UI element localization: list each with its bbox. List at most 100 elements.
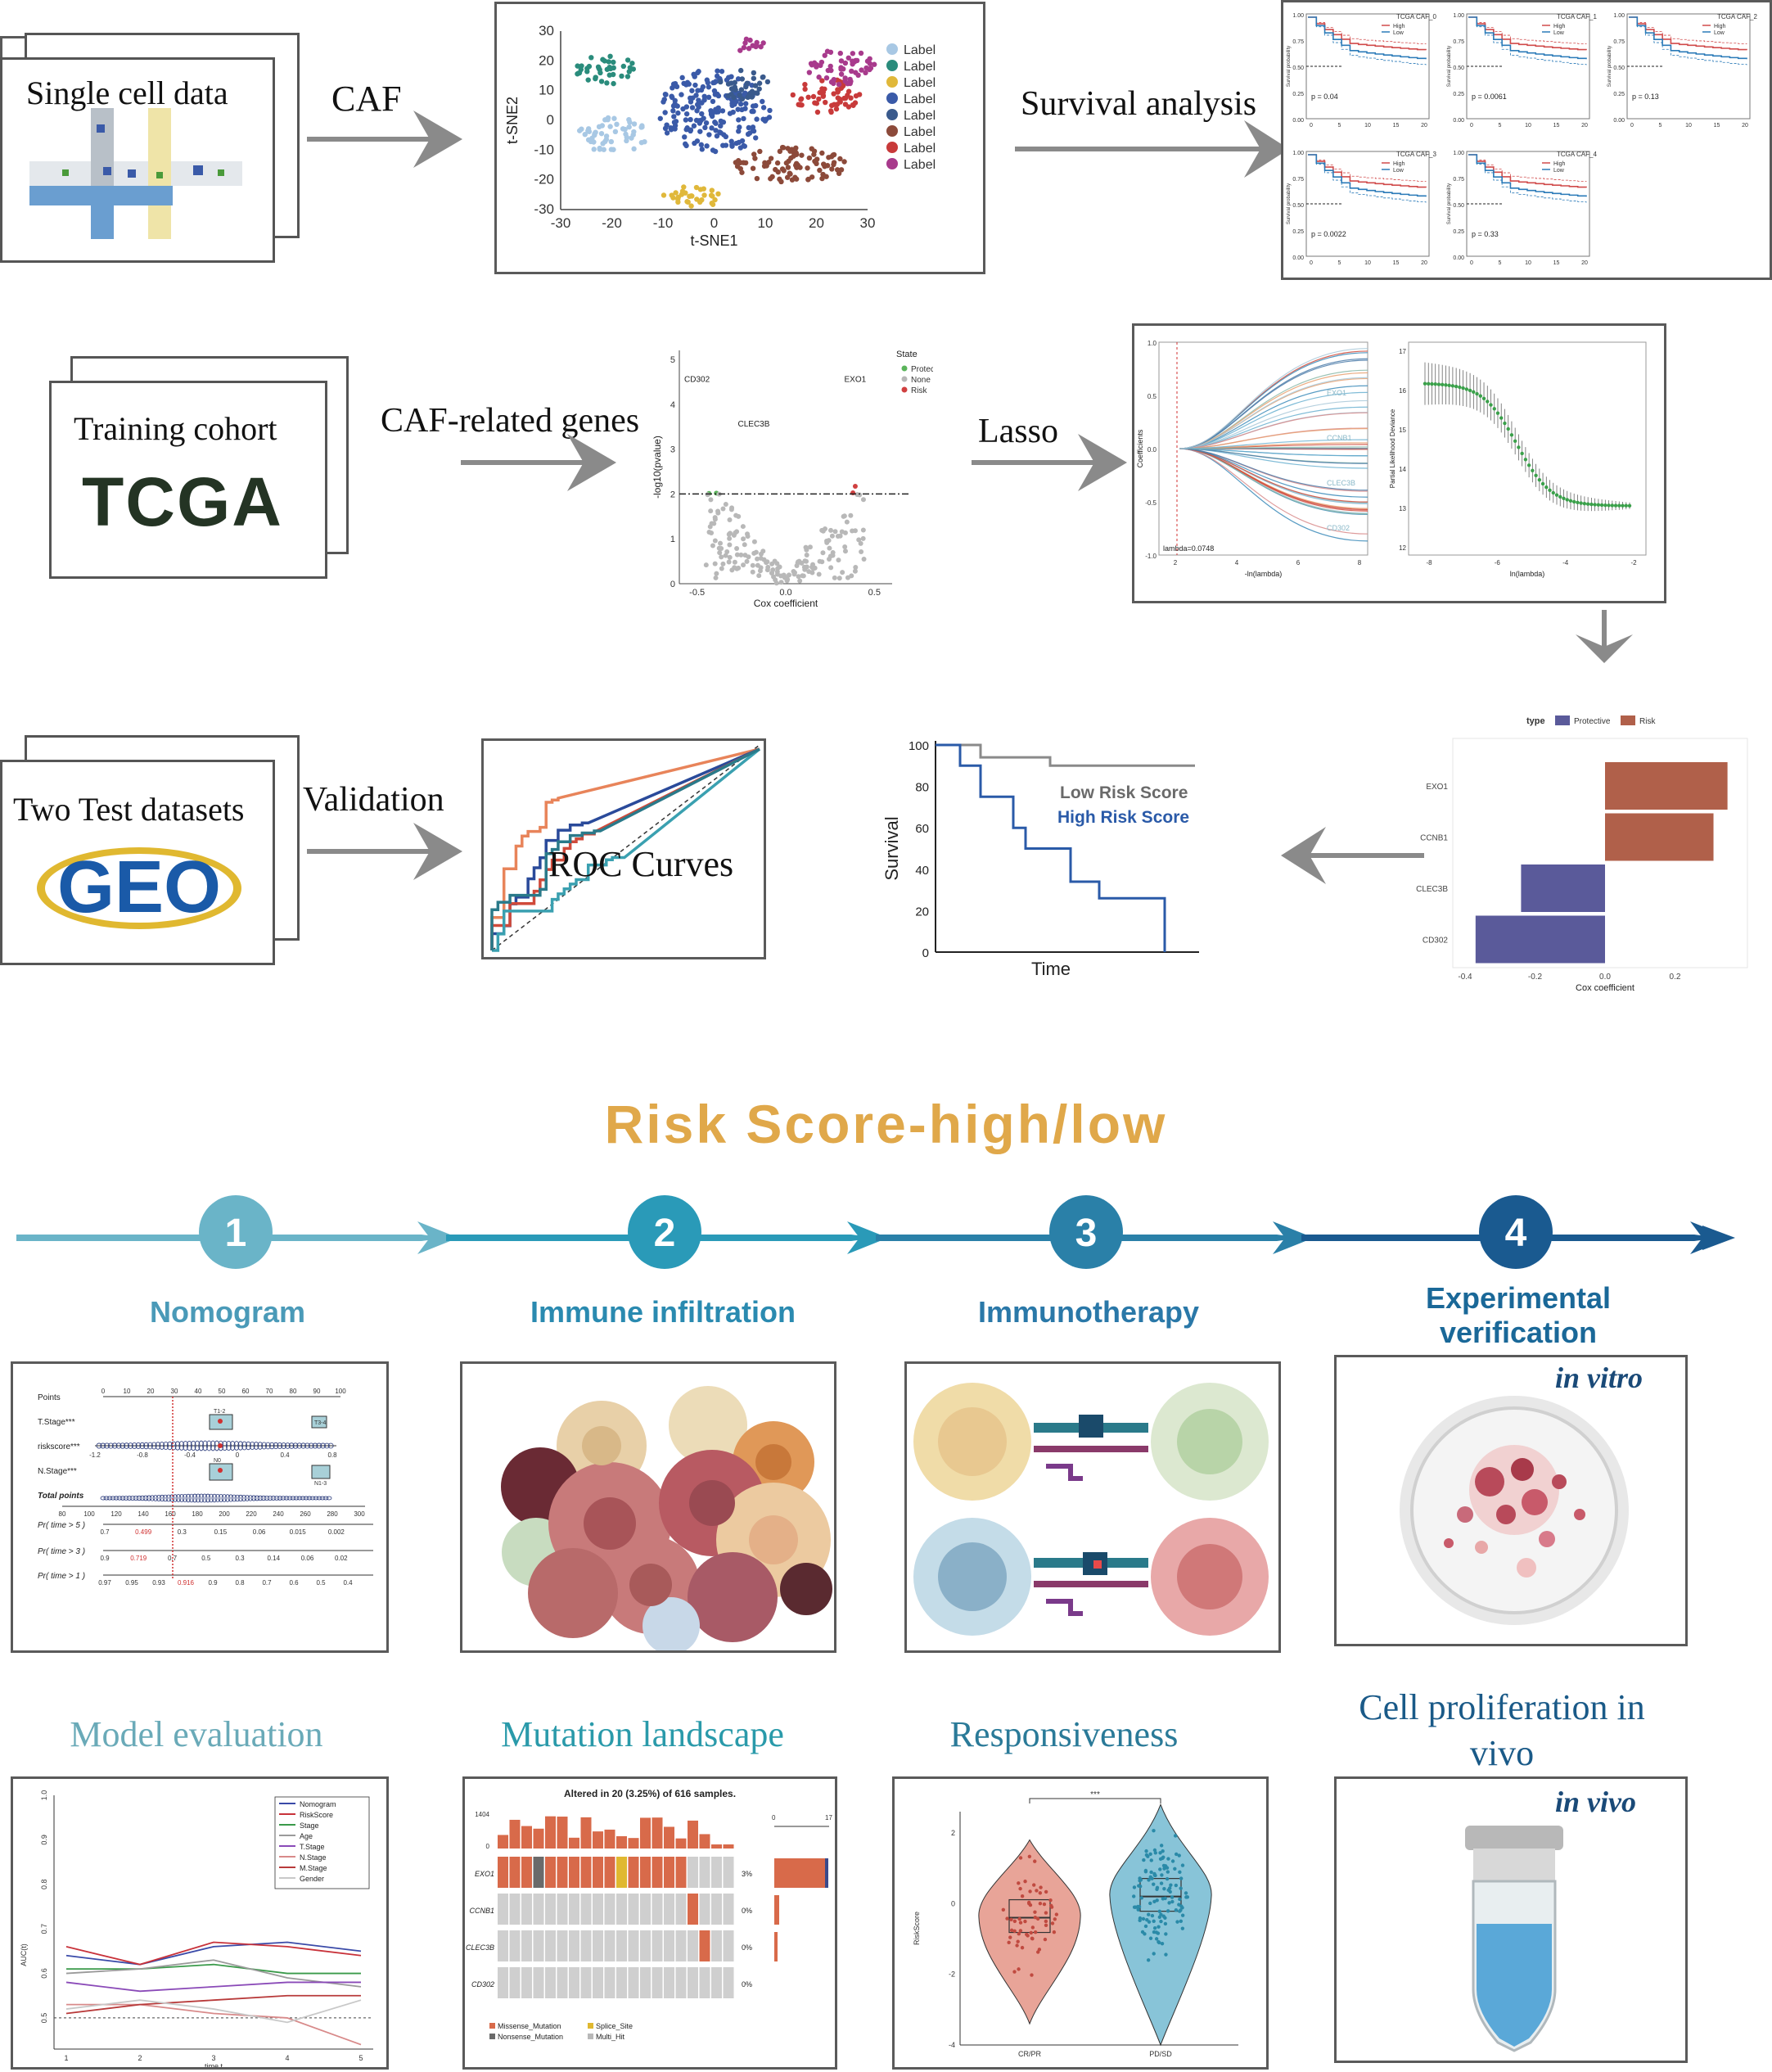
step-2-subtitle: Mutation landscape	[501, 1714, 784, 1754]
km-y-tick: 0.50	[1292, 203, 1304, 209]
oncoplot-cell	[628, 1857, 639, 1888]
oncoplot-legend-label: Multi_Hit	[596, 2033, 625, 2041]
nomogram-total-violin	[152, 1495, 159, 1501]
auc-legend-label: N.Stage	[300, 1853, 327, 1862]
tsne-legend-key	[886, 158, 898, 169]
tsne-point	[671, 124, 678, 130]
oncoplot-top-bar	[604, 1829, 615, 1849]
tcga-logo: TCGA	[82, 463, 283, 540]
nomogram-prob-tick: 0.3	[235, 1555, 245, 1562]
nomogram-prob-tick: 0.5	[316, 1579, 326, 1587]
tsne-point	[820, 171, 826, 178]
tsne-point	[701, 192, 707, 198]
tsne-point	[701, 115, 706, 121]
tsne-legend-key	[886, 43, 898, 55]
in-vivo-label: in vivo	[1555, 1785, 1636, 1818]
tsne-point	[662, 91, 669, 97]
violin-point	[1033, 1859, 1037, 1863]
tsne-point	[766, 115, 773, 120]
tsne-point	[837, 156, 843, 162]
oncoplot-top-bar	[699, 1834, 710, 1849]
km-x-tick: 10	[1525, 123, 1531, 129]
nomogram-total-tick: 220	[246, 1510, 257, 1518]
violin-point	[1178, 1909, 1182, 1913]
oncoplot: Altered in 20 (3.25%) of 616 samples.140…	[466, 1788, 832, 2041]
km-y-tick: 0.00	[1453, 118, 1464, 124]
km-x-tick: 20	[1581, 260, 1588, 266]
tsne-point	[824, 163, 831, 169]
oncoplot-cell	[723, 1930, 734, 1961]
tsne-point	[816, 74, 822, 80]
violin-point	[1180, 1926, 1185, 1930]
nomogram-row-label: T.Stage***	[38, 1418, 75, 1427]
volcano-x-label: Cox coefficient	[754, 598, 818, 609]
kmschem-y-tick: 0	[922, 946, 929, 960]
nomogram-row-label: Points	[38, 1393, 61, 1402]
violin-point	[1147, 1878, 1151, 1882]
nomogram-tstage-label: T1-2	[214, 1409, 226, 1415]
immune-cells-illustration	[501, 1386, 832, 1650]
kmschem-x-label: Time	[1031, 959, 1071, 979]
tsne-point	[735, 158, 742, 164]
lasso-cv-point	[1613, 503, 1618, 508]
nomogram-risk-violin	[163, 1441, 169, 1451]
oncoplot-top-bar	[723, 1844, 734, 1849]
nomogram-red-point	[218, 1443, 223, 1448]
volcano-point	[742, 542, 747, 548]
violin-point	[1152, 1871, 1157, 1876]
nomogram-risk-violin	[320, 1442, 327, 1449]
violin-point	[1166, 1909, 1170, 1913]
violin-point	[1179, 1876, 1184, 1880]
roc-curve	[492, 747, 761, 952]
tsne-legend-label: Label	[904, 142, 936, 156]
coefbar-x-label: Cox coefficient	[1576, 983, 1634, 992]
tsne-point	[863, 70, 868, 76]
lasso-cv-point	[1548, 488, 1552, 493]
nomogram-total-violin	[319, 1496, 326, 1501]
volcano-point	[734, 545, 740, 551]
nomogram-total-violin	[208, 1493, 214, 1503]
nomogram-total-violin	[123, 1496, 129, 1501]
oncoplot-pct-label: 0%	[742, 1907, 752, 1915]
oncoplot-right-bar	[825, 1858, 828, 1888]
oncoplot-cell	[604, 1967, 615, 1998]
lasso-path	[1179, 412, 1368, 449]
oncoplot-gene-label: CD302	[471, 1980, 494, 1988]
nomogram-total-violin	[247, 1495, 254, 1501]
nomogram-total-tick: 180	[192, 1510, 203, 1518]
oncoplot-cell	[616, 1857, 627, 1888]
violin-point	[1154, 1937, 1159, 1941]
tsne-point	[736, 117, 742, 123]
oncoplot-cell	[557, 1894, 568, 1925]
violin-point	[1161, 1849, 1165, 1853]
km-x-tick: 20	[1421, 123, 1427, 129]
volcano-point	[719, 554, 724, 560]
tsne-point	[715, 93, 722, 99]
volcano-point	[836, 557, 841, 563]
volcano-point	[711, 521, 717, 526]
lasso-cv-point	[1472, 390, 1476, 395]
nomogram-total-violin	[316, 1496, 322, 1501]
tsne-point	[688, 96, 694, 102]
kmschem-high-label: High Risk Score	[1057, 808, 1189, 827]
oncoplot-cell	[580, 1967, 592, 1998]
step-number: 4	[1505, 1212, 1527, 1255]
tsne-point	[706, 94, 712, 101]
nomogram-risk-violin	[245, 1441, 251, 1451]
lasso-cv-point	[1585, 502, 1590, 506]
lasso-cv-point	[1576, 500, 1580, 505]
km-title: TCGA CAF_2	[1717, 13, 1757, 20]
km-curve	[1308, 154, 1427, 188]
km-legend-label: Low	[1393, 30, 1405, 36]
violin-point	[1159, 1919, 1163, 1924]
volcano-point	[827, 545, 832, 551]
lasso-y-tick: 0.0	[1148, 446, 1157, 454]
caf-label: CAF	[331, 79, 402, 119]
oncoplot-top-tick: 1404	[475, 1811, 489, 1818]
violin-point	[1017, 1916, 1021, 1921]
coefbar-gene-label: CCNB1	[1420, 834, 1448, 843]
lasso-cv-point	[1568, 499, 1573, 503]
tsne-point	[836, 81, 842, 88]
